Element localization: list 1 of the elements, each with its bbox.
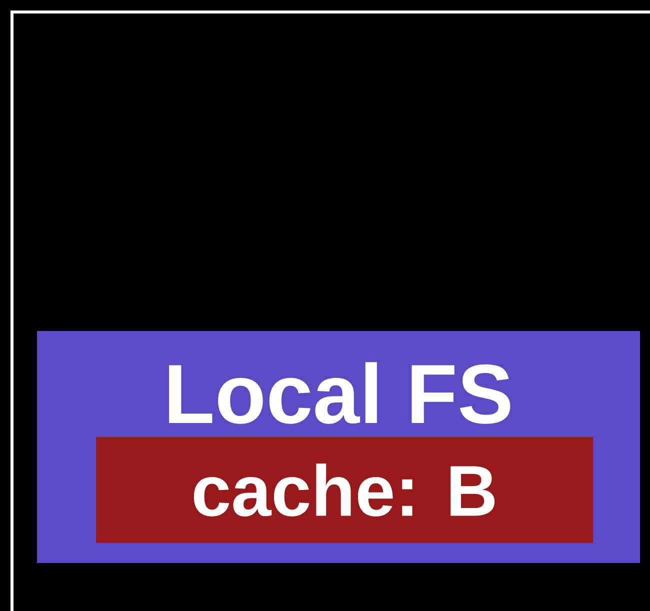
cache-box: cache: B xyxy=(96,437,593,543)
